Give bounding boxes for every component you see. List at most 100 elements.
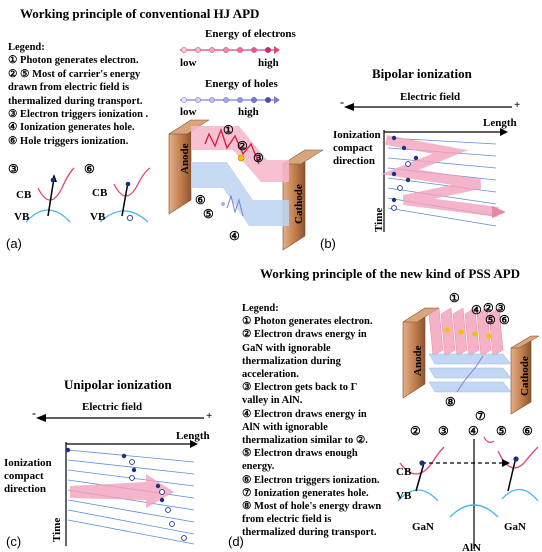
title-unipolar: Unipolar ionization xyxy=(64,377,172,392)
band-num: ③ xyxy=(438,424,449,438)
device-num: ⑦ xyxy=(475,409,486,423)
legend-item: thermalization during xyxy=(242,355,341,367)
minus-sign: - xyxy=(32,406,36,420)
legend-item: ④ Electron draws energy in xyxy=(242,408,367,420)
field-arrow-b: - + xyxy=(340,95,520,111)
legend-item: ⑥ Hole triggers ionization. xyxy=(8,135,129,147)
electron-band xyxy=(191,126,289,182)
legend-item: ④ Ionization generates hole. xyxy=(8,122,135,134)
legend-item: ⑤ Electron draws enough xyxy=(242,448,358,460)
hole-band xyxy=(191,162,289,226)
legend-title: Legend: xyxy=(8,42,45,53)
device-num: ⑤ xyxy=(203,207,214,221)
electron-energy-scale xyxy=(180,46,280,54)
anode-label: Anode xyxy=(179,143,191,174)
gan-left-label: GaN xyxy=(412,521,434,533)
aln-label: AlN xyxy=(462,542,481,552)
device-num: ⑧ xyxy=(445,395,456,409)
low-label-electrons: low xyxy=(180,57,197,69)
legend-item: ① Photon generates electron. xyxy=(8,55,139,67)
legend-item: acceleration. xyxy=(242,369,299,381)
vb-label: VB xyxy=(14,211,30,223)
band-num: ③ xyxy=(8,162,19,176)
cb-label: CB xyxy=(16,189,32,201)
legend-item: thermalization similar to ②. xyxy=(242,435,368,447)
legend-title: Legend: xyxy=(242,303,279,314)
device-num: ① xyxy=(449,291,460,305)
low-label-holes: low xyxy=(180,106,197,118)
band-num: ④ xyxy=(468,424,479,438)
panel-label-d: (d) xyxy=(228,534,244,549)
electron-trajectory xyxy=(204,128,260,165)
minus-sign: - xyxy=(340,95,344,109)
field-arrow-c: - + xyxy=(32,406,212,422)
legend-item: ② Electron draws energy in xyxy=(242,329,367,341)
high-label-holes: high xyxy=(238,106,259,118)
legend-item: ③ Electron triggers ionization . xyxy=(8,109,149,121)
high-label-electrons: high xyxy=(258,57,279,69)
panel-label-a: (a) xyxy=(6,236,22,251)
device-num: ③ xyxy=(495,301,506,315)
legend-item: from electric field is xyxy=(242,514,332,526)
band-diagram-electron: ③ CB VB xyxy=(8,162,75,223)
ionization-label-b: Ionization compact direction xyxy=(333,129,381,167)
legend-item: ⑧ Most of hole's energy drawn xyxy=(242,501,382,513)
legend-item: ② ⑤ Most of carrier's energy xyxy=(8,68,141,80)
time-label-b: Time xyxy=(373,208,385,232)
legend-item: GaN with ignorable xyxy=(242,342,331,354)
time-label-c: Time xyxy=(51,518,63,542)
legend-item: valley in AlN. xyxy=(242,395,303,407)
plus-sign: + xyxy=(514,99,520,111)
legend-item: energy. xyxy=(242,461,275,473)
cb-label: CB xyxy=(92,187,108,199)
legend-item: thermalized during transport. xyxy=(8,95,143,107)
band-num: ⑥ xyxy=(522,424,533,438)
plus-sign: + xyxy=(206,410,212,422)
ionization-label-c: Ionization compact direction xyxy=(4,457,52,495)
device-num: ④ xyxy=(471,303,482,317)
band-num: ⑤ xyxy=(496,424,507,438)
legend-pss: Legend: ① Photon generates electron. ② E… xyxy=(242,302,381,540)
legend-conventional: Legend: ① Photon generates electron. ② ⑤… xyxy=(8,41,148,148)
band-diagram-hole: ⑥ CB VB xyxy=(84,162,151,223)
hole-trajectory xyxy=(226,194,244,217)
energy-electrons-label: Energy of electrons xyxy=(205,28,296,40)
panel-label-c: (c) xyxy=(6,534,22,549)
length-label-c: Length xyxy=(176,430,210,442)
band-num: ② xyxy=(410,424,421,438)
gan-right-label: GaN xyxy=(504,521,526,533)
title-conventional: Working principle of conventional HJ APD xyxy=(20,6,260,21)
panel-label-b: (b) xyxy=(320,236,336,251)
device-num: ⑥ xyxy=(499,313,510,327)
vb-label: VB xyxy=(90,211,106,223)
energy-holes-label: Energy of holes xyxy=(205,78,278,90)
legend-item: ① Photon generates electron. xyxy=(242,316,373,328)
pss-band-diagram: ② ③ ④ ⑤ ⑥ CB VB GaN GaN AlN xyxy=(396,424,539,552)
field-label-c: Electric field xyxy=(82,401,143,413)
unipolar-ionization-diagram: Time xyxy=(51,440,198,546)
legend-item: thermalized during transport. xyxy=(242,527,377,539)
cathode-label: Cathode xyxy=(293,184,305,224)
device-num: ⑤ xyxy=(485,313,496,327)
legend-item: ⑥ Electron triggers ionization. xyxy=(242,474,380,486)
device-num: ① xyxy=(223,123,234,137)
cathode-label: Cathode xyxy=(519,356,531,396)
legend-item: ③ Electron gets back to Γ xyxy=(242,382,358,394)
device-num: ③ xyxy=(253,151,264,165)
device-num: ② xyxy=(483,301,494,315)
device-num: ④ xyxy=(229,229,240,243)
anode-label: Anode xyxy=(412,345,424,376)
band-num: ⑥ xyxy=(84,162,95,176)
cb-label: CB xyxy=(396,466,412,478)
pss-device-diagram: Anode Cathode ① ④ ② ③ ⑤ ⑥ ⑧ ⑦ xyxy=(402,291,540,423)
device-num: ⑥ xyxy=(195,193,206,207)
legend-item: drawn from electric field is xyxy=(8,82,130,94)
hole-energy-scale xyxy=(180,96,280,104)
field-label-b: Electric field xyxy=(400,91,461,103)
vb-label: VB xyxy=(396,490,412,502)
title-pss: Working principle of the new kind of PSS… xyxy=(260,266,521,281)
bipolar-ionization-diagram: Time xyxy=(373,128,508,232)
device-num: ② xyxy=(237,139,248,153)
legend-item: ⑦ Ionization generates hole. xyxy=(242,487,369,499)
title-bipolar: Bipolar ionization xyxy=(372,66,472,81)
